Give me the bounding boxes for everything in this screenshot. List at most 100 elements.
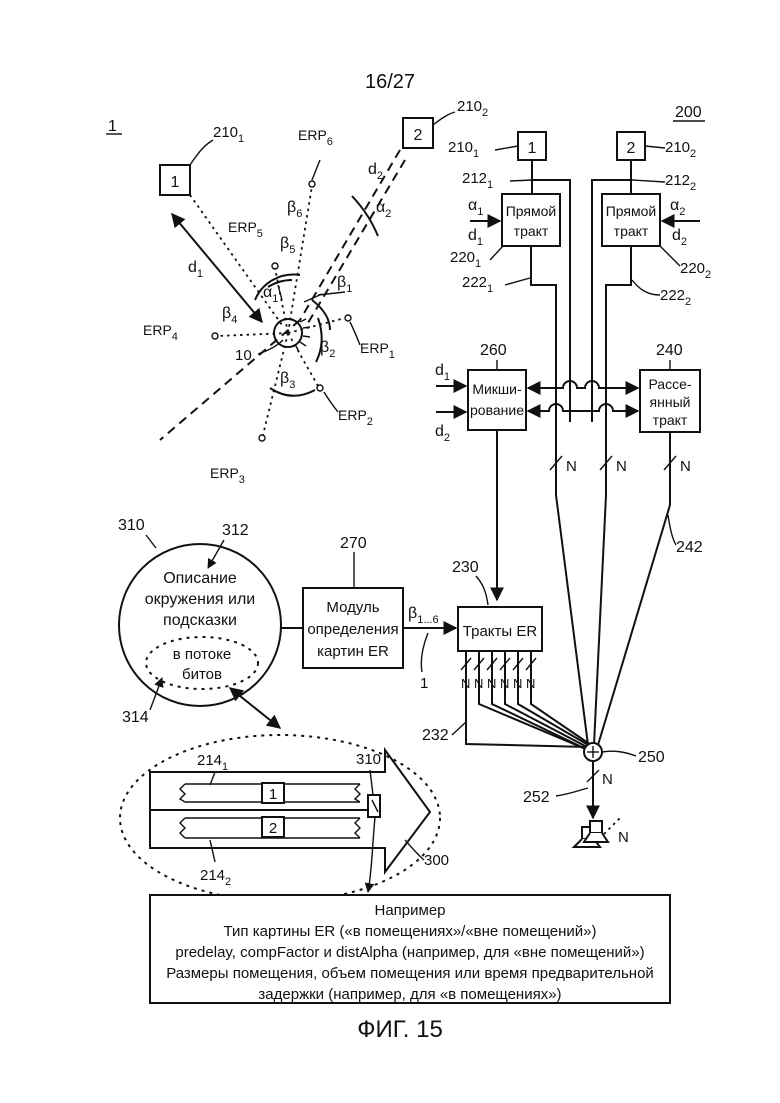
beta-output-ref: 1 bbox=[420, 675, 428, 692]
svg-text:в потоке: в потоке bbox=[173, 646, 231, 663]
svg-text:2: 2 bbox=[627, 140, 636, 157]
d1-input: d1 bbox=[468, 227, 483, 248]
ref-220-2: 2202 bbox=[680, 260, 711, 281]
svg-text:N: N bbox=[500, 676, 509, 691]
ref-214-1: 2141 bbox=[197, 752, 228, 773]
ref-310-stream: 310 bbox=[356, 751, 381, 768]
erp1-label: ERP1 bbox=[360, 340, 395, 361]
alpha2-label: α2 bbox=[376, 199, 391, 220]
stream-metadata-box bbox=[368, 795, 380, 817]
alpha2-input: α2 bbox=[670, 197, 685, 218]
ref-270: 270 bbox=[340, 535, 367, 552]
processing-diagram: 200 1 2101 2 2102 2121 2122 Прямой тракт… bbox=[422, 104, 711, 847]
svg-text:1: 1 bbox=[528, 140, 537, 157]
erp6-label: ERP6 bbox=[298, 127, 333, 148]
svg-text:тракт: тракт bbox=[514, 223, 549, 239]
svg-text:N: N bbox=[526, 676, 535, 691]
svg-text:задержки (например, для «в пом: задержки (например, для «в помещениях») bbox=[258, 986, 561, 1003]
ref-242: 242 bbox=[676, 539, 703, 556]
svg-text:Тип картины ER («в помещениях»: Тип картины ER («в помещениях»/«вне поме… bbox=[224, 923, 597, 940]
ref-222-1: 2221 bbox=[462, 274, 493, 295]
ref-312: 312 bbox=[222, 522, 249, 539]
svg-text:d1: d1 bbox=[435, 362, 450, 383]
svg-text:N: N bbox=[461, 676, 470, 691]
figure-caption: ФИГ. 15 bbox=[357, 1016, 443, 1043]
svg-text:картин ER: картин ER bbox=[317, 643, 389, 660]
ref-260: 260 bbox=[480, 342, 507, 359]
ref-220-1: 2201 bbox=[450, 249, 481, 270]
svg-text:Размеры помещения, объем помещ: Размеры помещения, объем помещения или в… bbox=[166, 965, 654, 982]
svg-text:N: N bbox=[474, 676, 483, 691]
ref-230: 230 bbox=[452, 559, 479, 576]
svg-text:подсказки: подсказки bbox=[163, 612, 237, 629]
d2-input: d2 bbox=[672, 227, 687, 248]
source-2-label: 2 bbox=[414, 127, 423, 144]
erp3-label: ERP3 bbox=[210, 465, 245, 486]
d1-label: d1 bbox=[188, 259, 203, 280]
ref-210-1: 2101 bbox=[213, 124, 244, 145]
svg-text:1: 1 bbox=[269, 786, 277, 803]
ref-240: 240 bbox=[656, 342, 683, 359]
svg-text:N: N bbox=[618, 829, 629, 846]
svg-text:тракт: тракт bbox=[614, 223, 649, 239]
ref-210-2: 2102 bbox=[457, 98, 488, 119]
svg-text:predelay, compFactor и distAlp: predelay, compFactor и distAlpha (наприм… bbox=[175, 944, 644, 961]
svg-text:Описание: Описание bbox=[163, 570, 237, 587]
listener-ref: 10 bbox=[235, 347, 252, 364]
ref-314: 314 bbox=[122, 709, 149, 726]
svg-text:N: N bbox=[602, 771, 613, 788]
svg-text:окружения или: окружения или bbox=[145, 591, 256, 608]
alpha1-input: α1 bbox=[468, 197, 483, 218]
svg-text:N: N bbox=[566, 458, 577, 475]
erp4-label: ERP4 bbox=[143, 322, 178, 343]
ref-212-2: 2122 bbox=[665, 172, 696, 193]
svg-text:N: N bbox=[513, 676, 522, 691]
svg-text:битов: битов bbox=[182, 666, 222, 683]
ref-232: 232 bbox=[422, 727, 449, 744]
svg-text:Тракты ER: Тракты ER bbox=[463, 623, 538, 640]
ref-300: 300 bbox=[424, 852, 449, 869]
svg-text:Прямой: Прямой bbox=[506, 203, 557, 219]
er-pattern-module: 270 Модуль определения картин ER β1...6 … bbox=[303, 535, 456, 692]
erp5-label: ERP5 bbox=[228, 219, 263, 240]
mixing-block bbox=[468, 370, 526, 430]
speaker-icon: N bbox=[574, 818, 629, 847]
ref-210-1-right: 2101 bbox=[448, 139, 479, 160]
environment-description: 310 312 Описание окружения или подсказки… bbox=[118, 517, 281, 728]
ref-210-2-right: 2102 bbox=[665, 139, 696, 160]
er-outputs: N N N N N N bbox=[461, 651, 591, 750]
ref-310: 310 bbox=[118, 517, 145, 534]
page-number: 16/27 bbox=[365, 71, 415, 93]
svg-text:N: N bbox=[680, 458, 691, 475]
beta3-label: β3 bbox=[280, 370, 295, 391]
d2-label: d2 bbox=[368, 161, 383, 182]
svg-text:определения: определения bbox=[307, 621, 398, 638]
beta-output-label: β1...6 bbox=[408, 605, 439, 626]
example-note: Например Тип картины ER («в помещениях»/… bbox=[150, 895, 670, 1003]
beta6-label: β6 bbox=[287, 199, 302, 220]
source-1-label: 1 bbox=[171, 174, 180, 191]
svg-text:N: N bbox=[487, 676, 496, 691]
svg-text:янный: янный bbox=[650, 394, 691, 410]
ref-214-2: 2142 bbox=[200, 867, 231, 888]
scene-geometry: 1 1 2101 2 2102 d1 d2 α2 10 α1 bbox=[106, 98, 488, 486]
bitstream-illustration: 1 2 2141 2142 310 300 bbox=[120, 735, 449, 901]
ref-200: 200 bbox=[675, 104, 702, 121]
ref-250: 250 bbox=[638, 749, 665, 766]
svg-text:d2: d2 bbox=[435, 423, 450, 444]
svg-text:N: N bbox=[616, 458, 627, 475]
ref-252: 252 bbox=[523, 789, 550, 806]
ref-1: 1 bbox=[108, 118, 117, 135]
beta4-label: β4 bbox=[222, 305, 237, 326]
svg-text:рование: рование bbox=[470, 402, 524, 418]
ref-222-2: 2222 bbox=[660, 287, 691, 308]
ref-212-1: 2121 bbox=[462, 170, 493, 191]
svg-text:Например: Например bbox=[374, 902, 445, 919]
beta2-label: β2 bbox=[320, 339, 335, 360]
svg-text:Микши-: Микши- bbox=[472, 381, 522, 397]
svg-text:Прямой: Прямой bbox=[606, 203, 657, 219]
erp2-label: ERP2 bbox=[338, 407, 373, 428]
beta5-label: β5 bbox=[280, 235, 295, 256]
svg-text:тракт: тракт bbox=[653, 412, 688, 428]
